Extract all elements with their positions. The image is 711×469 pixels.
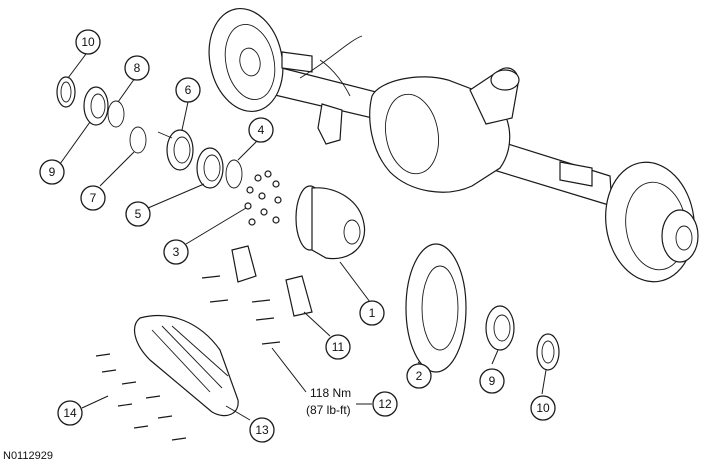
callout-9-right: 9 <box>479 368 505 394</box>
callout-6: 6 <box>175 77 201 103</box>
bearing-caps-11 <box>231 245 313 317</box>
svg-text:5: 5 <box>135 207 142 221</box>
axle-seal-10-left <box>56 76 76 108</box>
retainer-ring-8 <box>107 100 125 128</box>
callout-14: 14 <box>57 400 83 426</box>
svg-text:11: 11 <box>332 340 345 354</box>
differential-cover-13 <box>133 314 239 417</box>
carrier-bearing-2 <box>405 243 467 373</box>
callout-10-right: 10 <box>530 395 556 421</box>
cover-bolts-14 <box>95 353 187 441</box>
axle-housing <box>208 7 699 283</box>
differential-case-1 <box>295 185 366 260</box>
callout-7: 7 <box>80 185 106 211</box>
bearing-cup-6 <box>157 129 194 171</box>
svg-text:7: 7 <box>90 191 97 205</box>
callout-11: 11 <box>325 334 351 360</box>
torque-imperial: (87 lb-ft) <box>306 403 351 417</box>
svg-text:12: 12 <box>378 397 392 411</box>
cap-bolts <box>201 275 281 345</box>
leader-lines <box>59 53 547 421</box>
callout-1: 1 <box>359 300 385 326</box>
callout-9-left: 9 <box>39 159 65 185</box>
callout-2: 2 <box>406 363 432 389</box>
svg-text:9: 9 <box>489 374 496 388</box>
axle-seal-10-right <box>536 333 560 371</box>
shim-4 <box>225 159 243 189</box>
svg-text:3: 3 <box>173 245 180 259</box>
svg-text:8: 8 <box>134 61 141 75</box>
callout-5: 5 <box>125 201 151 227</box>
bearing-5 <box>196 147 224 189</box>
figure-id: N0112929 <box>3 450 53 462</box>
svg-text:6: 6 <box>185 83 192 97</box>
torque-metric: 118 Nm <box>310 386 351 400</box>
svg-text:13: 13 <box>255 423 269 437</box>
ring-gear-bolts-3 <box>244 170 282 226</box>
axle-bearing-9-right <box>485 305 515 351</box>
callout-12: 12 <box>372 391 398 417</box>
svg-text:10: 10 <box>536 401 550 415</box>
callout-8: 8 <box>124 55 150 81</box>
svg-text:1: 1 <box>369 306 376 320</box>
svg-text:9: 9 <box>49 165 56 179</box>
svg-text:10: 10 <box>81 35 95 49</box>
callout-13: 13 <box>249 417 275 443</box>
callout-3: 3 <box>163 239 189 265</box>
shim-7 <box>129 126 147 154</box>
svg-text:14: 14 <box>63 406 77 420</box>
callout-4: 4 <box>248 117 274 143</box>
svg-text:2: 2 <box>416 369 423 383</box>
callout-10-left: 10 <box>75 29 101 55</box>
axle-bearing-9-left <box>83 86 109 126</box>
svg-text:4: 4 <box>258 123 265 137</box>
